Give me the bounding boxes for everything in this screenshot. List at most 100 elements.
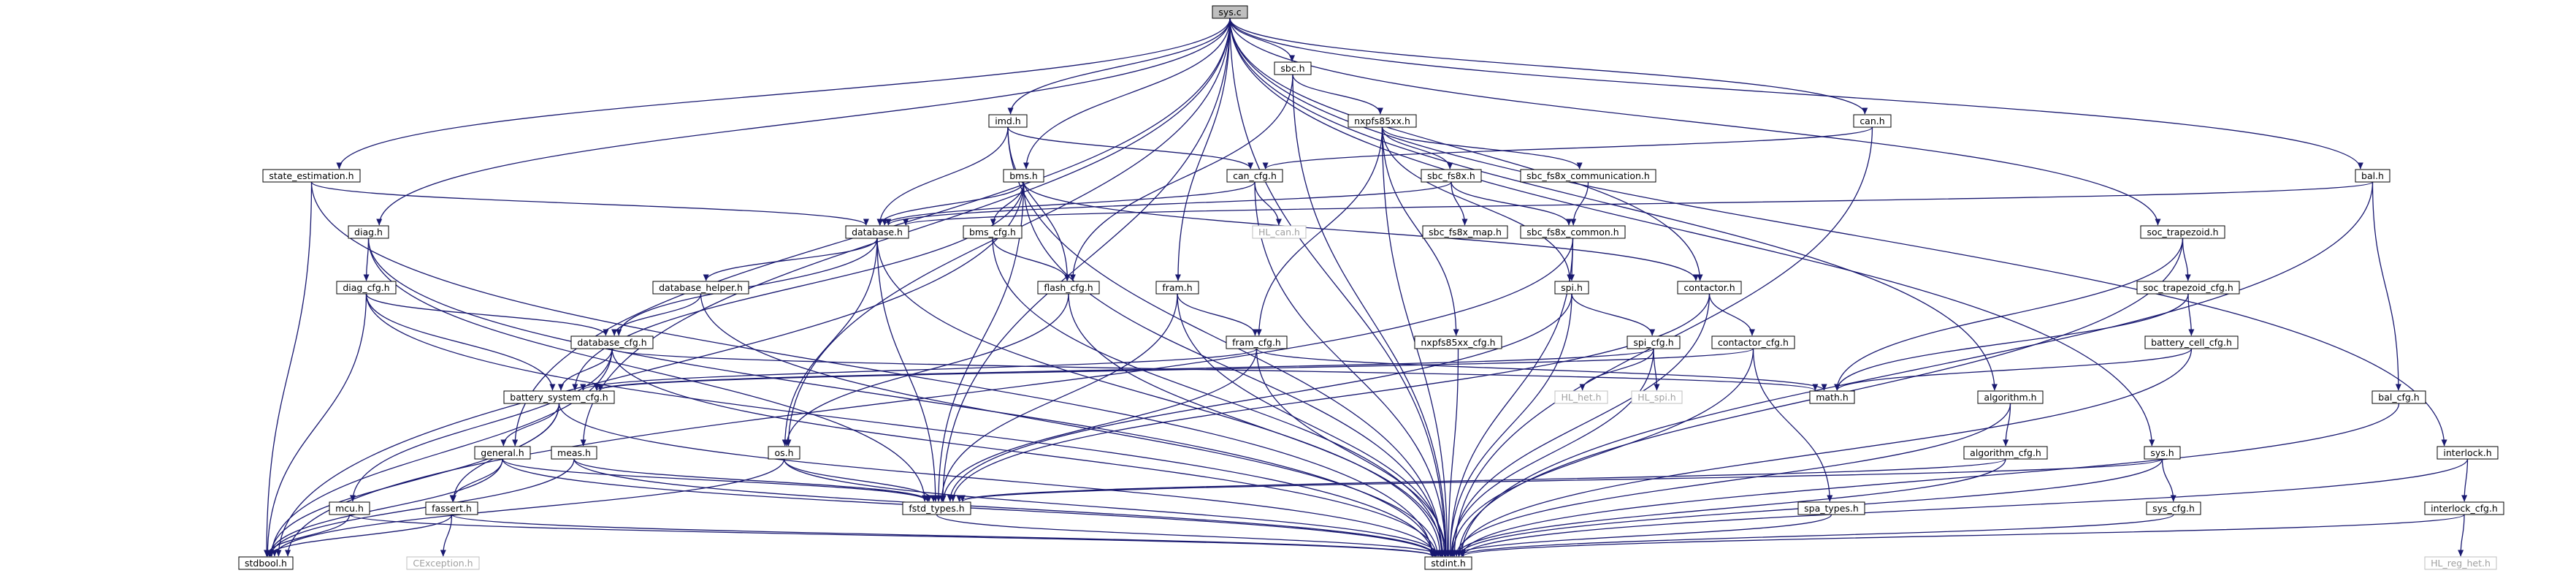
edge-flash-cfg-h-to-os-h bbox=[784, 293, 1069, 447]
node-meas-h[interactable]: meas.h bbox=[551, 446, 597, 460]
edge-sbc-h-to-nxpfs85xx-h bbox=[1292, 74, 1383, 115]
node-bal-cfg-h[interactable]: bal_cfg.h bbox=[2371, 390, 2426, 404]
node-database-helper-h[interactable]: database_helper.h bbox=[652, 281, 749, 295]
edge-battery-system-cfg-h-to-stdint-h bbox=[558, 403, 1439, 557]
edge-bal-h-to-database-h bbox=[903, 181, 2374, 226]
node-interlock-cfg-h[interactable]: interlock_cfg.h bbox=[2424, 501, 2504, 515]
node-box bbox=[1274, 61, 1312, 75]
node-fram-cfg-h[interactable]: fram_cfg.h bbox=[1226, 335, 1288, 349]
node-label: interlock_cfg.h bbox=[2431, 503, 2498, 514]
node-box bbox=[2144, 335, 2239, 349]
node-sbc-fs8x-common-h[interactable]: sbc_fs8x_common.h bbox=[1520, 225, 1626, 239]
node-soc-trapezoid-h[interactable]: soc_trapezoid.h bbox=[2140, 225, 2225, 239]
node-algorithm-cfg-h[interactable]: algorithm_cfg.h bbox=[1963, 446, 2048, 460]
node-spa-types-h[interactable]: spa_types.h bbox=[1797, 501, 1865, 515]
edge-spi-cfg-h-to-stdint-h bbox=[1448, 348, 1654, 557]
node-nxpfs85xx-h[interactable]: nxpfs85xx.h bbox=[1348, 114, 1417, 128]
node-can-h[interactable]: can.h bbox=[1853, 114, 1892, 128]
node-hl-spi-h[interactable]: HL_spi.h bbox=[1631, 390, 1683, 404]
edge-fassert-h-to-cexception-h bbox=[440, 514, 453, 557]
edge-meas-h-to-fstd-types-h bbox=[573, 458, 932, 502]
node-box bbox=[1226, 169, 1283, 183]
edge-fassert-h-to-stdbool-h bbox=[266, 514, 453, 557]
node-box bbox=[1212, 5, 1248, 19]
node-label: database_cfg.h bbox=[577, 337, 646, 348]
edge-fram-cfg-h-to-battery-system-cfg-h bbox=[580, 348, 1258, 391]
node-imd-h[interactable]: imd.h bbox=[988, 114, 1028, 128]
node-interlock-h[interactable]: interlock.h bbox=[2437, 446, 2499, 460]
node-box bbox=[768, 446, 800, 460]
node-box bbox=[348, 225, 389, 239]
node-hl-reg-het-h[interactable]: HL_reg_het.h bbox=[2424, 556, 2497, 570]
node-stdbool-h[interactable]: stdbool.h bbox=[238, 556, 294, 570]
node-label: sbc_fs8x_common.h bbox=[1526, 227, 1618, 238]
node-nxpfs85xx-cfg-h[interactable]: nxpfs85xx_cfg.h bbox=[1414, 335, 1502, 349]
node-hl-het-h[interactable]: HL_het.h bbox=[1554, 390, 1608, 404]
node-diag-cfg-h[interactable]: diag_cfg.h bbox=[336, 281, 397, 295]
node-math-h[interactable]: math.h bbox=[1809, 390, 1855, 404]
node-soc-trapezoid-cfg-h[interactable]: soc_trapezoid_cfg.h bbox=[2136, 281, 2240, 295]
node-stdint-h[interactable]: stdint.h bbox=[1424, 556, 1472, 570]
node-box bbox=[1155, 281, 1199, 295]
edge-contactor-h-to-stdint-h bbox=[1449, 293, 1711, 557]
node-label: sbc.h bbox=[1280, 63, 1304, 74]
edge-can-cfg-h-to-stdint-h bbox=[1254, 181, 1449, 557]
edge-interlock-h-to-interlock-cfg-h bbox=[2461, 458, 2469, 502]
node-sbc-h[interactable]: sbc.h bbox=[1274, 61, 1312, 75]
node-contactor-h[interactable]: contactor.h bbox=[1677, 281, 1742, 295]
node-box bbox=[1977, 390, 2044, 404]
edge-bms-h-to-fstd-types-h bbox=[936, 181, 1025, 502]
node-fassert-h[interactable]: fassert.h bbox=[425, 501, 478, 515]
node-label: can.h bbox=[1860, 115, 1884, 126]
node-mcu-h[interactable]: mcu.h bbox=[329, 501, 370, 515]
node-sbc-fs8x-h[interactable]: sbc_fs8x.h bbox=[1421, 169, 1482, 183]
node-cexception-h[interactable]: CException.h bbox=[406, 556, 480, 570]
node-contactor-cfg-h[interactable]: contactor_cfg.h bbox=[1711, 335, 1795, 349]
edge-algorithm-h-to-algorithm-cfg-h bbox=[2003, 403, 2011, 447]
node-label: diag_cfg.h bbox=[343, 282, 389, 293]
node-algorithm-h[interactable]: algorithm.h bbox=[1977, 390, 2044, 404]
edge-meas-h-to-stdint-h bbox=[573, 458, 1439, 557]
node-box bbox=[1627, 335, 1681, 349]
node-label: math.h bbox=[1816, 392, 1849, 403]
node-label: sbc_fs8x_map.h bbox=[1429, 227, 1502, 238]
node-bal-h[interactable]: bal.h bbox=[2355, 169, 2390, 183]
edge-fram-cfg-h-to-math-h bbox=[1255, 348, 1827, 391]
edge-bms-h-to-battery-system-cfg-h bbox=[572, 181, 1025, 391]
node-spi-h[interactable]: spi.h bbox=[1554, 281, 1589, 295]
node-spi-cfg-h[interactable]: spi_cfg.h bbox=[1627, 335, 1681, 349]
node-label: sys.h bbox=[2150, 447, 2174, 458]
node-flash-cfg-h[interactable]: flash_cfg.h bbox=[1037, 281, 1100, 295]
node-fstd-types-h[interactable]: fstd_types.h bbox=[902, 501, 971, 515]
node-label: database.h bbox=[852, 227, 903, 238]
node-bms-h[interactable]: bms.h bbox=[1003, 169, 1044, 183]
node-state-estimation-h[interactable]: state_estimation.h bbox=[262, 169, 361, 183]
edge-battery-cell-cfg-h-to-stdint-h bbox=[1456, 348, 2193, 557]
node-label: soc_trapezoid.h bbox=[2147, 227, 2218, 238]
node-hl-can-h[interactable]: HL_can.h bbox=[1252, 225, 1307, 239]
node-sys-cfg-h[interactable]: sys_cfg.h bbox=[2146, 501, 2201, 515]
node-box bbox=[2144, 446, 2181, 460]
node-box bbox=[2437, 446, 2499, 460]
node-database-h[interactable]: database.h bbox=[845, 225, 909, 239]
node-battery-system-cfg-h[interactable]: battery_system_cfg.h bbox=[503, 390, 615, 404]
node-sys-h[interactable]: sys.h bbox=[2144, 446, 2181, 460]
edge-diag-cfg-h-to-battery-system-cfg-h bbox=[365, 293, 556, 391]
node-label: flash_cfg.h bbox=[1044, 282, 1093, 293]
node-box bbox=[2355, 169, 2390, 183]
node-fram-h[interactable]: fram.h bbox=[1155, 281, 1199, 295]
node-os-h[interactable]: os.h bbox=[768, 446, 800, 460]
node-general-h[interactable]: general.h bbox=[474, 446, 531, 460]
edge-sbc-fs8x-communication-h-to-sbc-fs8x-common-h bbox=[1570, 181, 1589, 226]
node-bms-cfg-h[interactable]: bms_cfg.h bbox=[963, 225, 1023, 239]
header-nodes: sys.c sbc.h imd.h nxpfs85xx.h can.h bal.h stat… bbox=[238, 5, 2504, 570]
node-sys-c[interactable]: sys.c bbox=[1212, 5, 1248, 19]
node-diag-h[interactable]: diag.h bbox=[348, 225, 389, 239]
edge-sbc-fs8x-common-h-to-stdint-h bbox=[1447, 238, 1574, 557]
node-battery-cell-cfg-h[interactable]: battery_cell_cfg.h bbox=[2144, 335, 2239, 349]
node-database-cfg-h[interactable]: database_cfg.h bbox=[570, 335, 654, 349]
node-box bbox=[1037, 281, 1100, 295]
node-sbc-fs8x-map-h[interactable]: sbc_fs8x_map.h bbox=[1422, 225, 1508, 239]
node-can-cfg-h[interactable]: can_cfg.h bbox=[1226, 169, 1283, 183]
node-sbc-fs8x-communication-h[interactable]: sbc_fs8x_communication.h bbox=[1520, 169, 1656, 183]
